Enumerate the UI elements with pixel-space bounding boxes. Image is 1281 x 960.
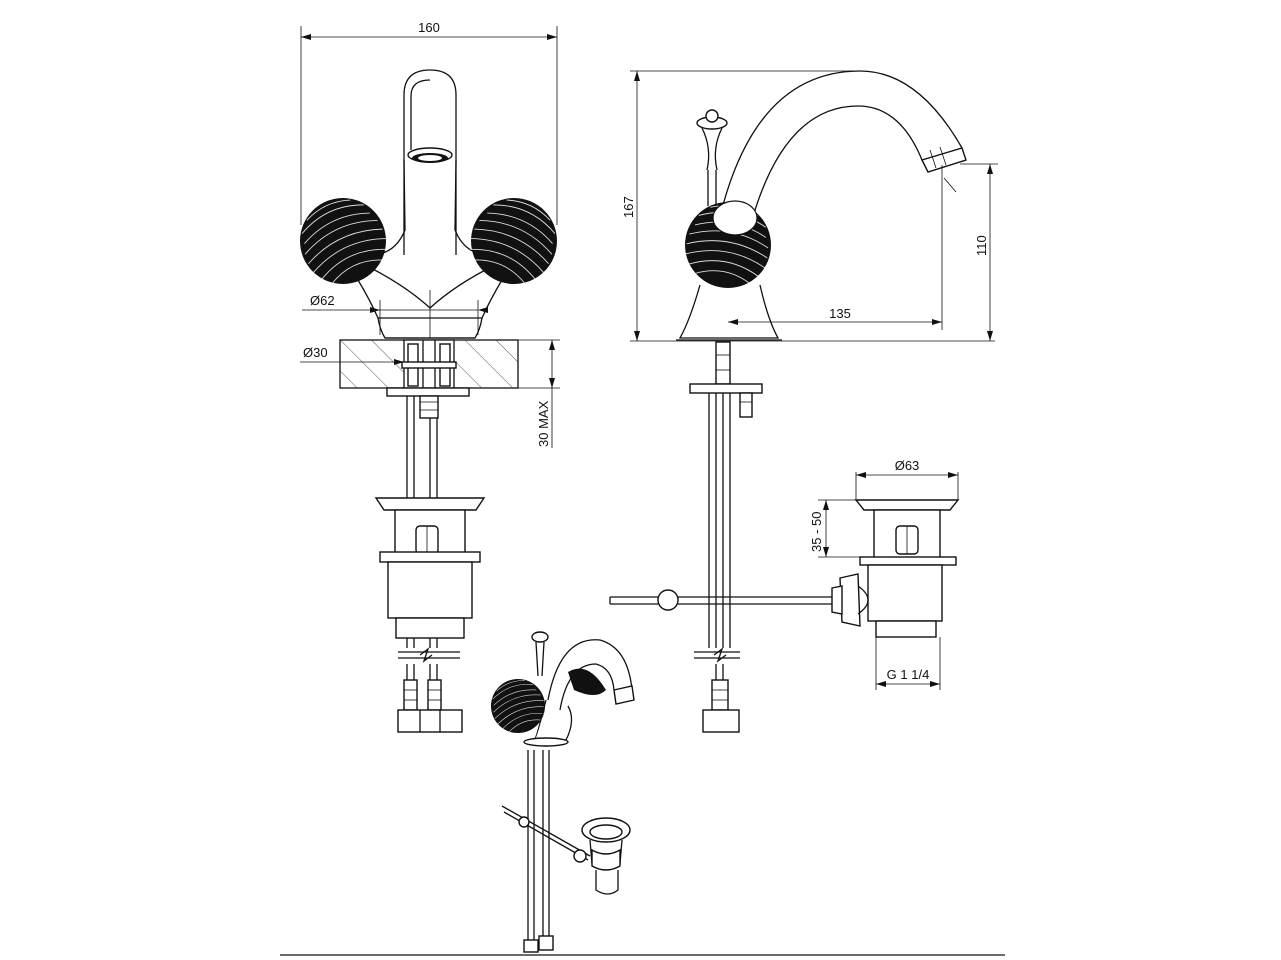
knob-diameter-label: Ø62 [310,293,335,308]
front-right-knob [462,187,569,290]
side-view: 167 [609,70,998,733]
front-waste [374,497,486,639]
waste-diameter-label: Ø63 [895,458,920,473]
front-spout [403,69,457,255]
side-body: 135 [676,165,943,341]
spout-reach-label: 135 [829,306,851,321]
spout-height-label: 110 [974,235,989,256]
front-view: 160 [288,20,569,733]
side-waste: Ø63 35 - 50 G 1 1/4 [809,458,960,690]
waste-thread-label: G 1 1/4 [887,667,930,682]
overall-width-label: 160 [418,20,440,35]
front-left-knob [288,187,395,290]
side-popup-linkage [609,589,840,611]
overall-height-label: 167 [621,196,636,218]
side-knob [681,199,776,288]
width-dimension: 160 [300,20,558,225]
waste-height-label: 35 - 50 [809,512,824,552]
spout-height-dimension: 110 [960,163,998,341]
side-under-deck [689,341,763,733]
deck-section: Ø30 [300,339,519,419]
overall-height-dimension: 167 [621,70,995,342]
side-popup-rod [696,109,728,206]
side-spout [722,70,967,221]
hole-diameter-label: Ø30 [303,345,328,360]
perspective-view [485,631,635,953]
deck-thickness-label: 30 MAX [536,400,551,447]
knob-diameter-dimension: Ø62 [302,293,488,335]
deck-thickness-dimension: 30 MAX [518,339,560,448]
